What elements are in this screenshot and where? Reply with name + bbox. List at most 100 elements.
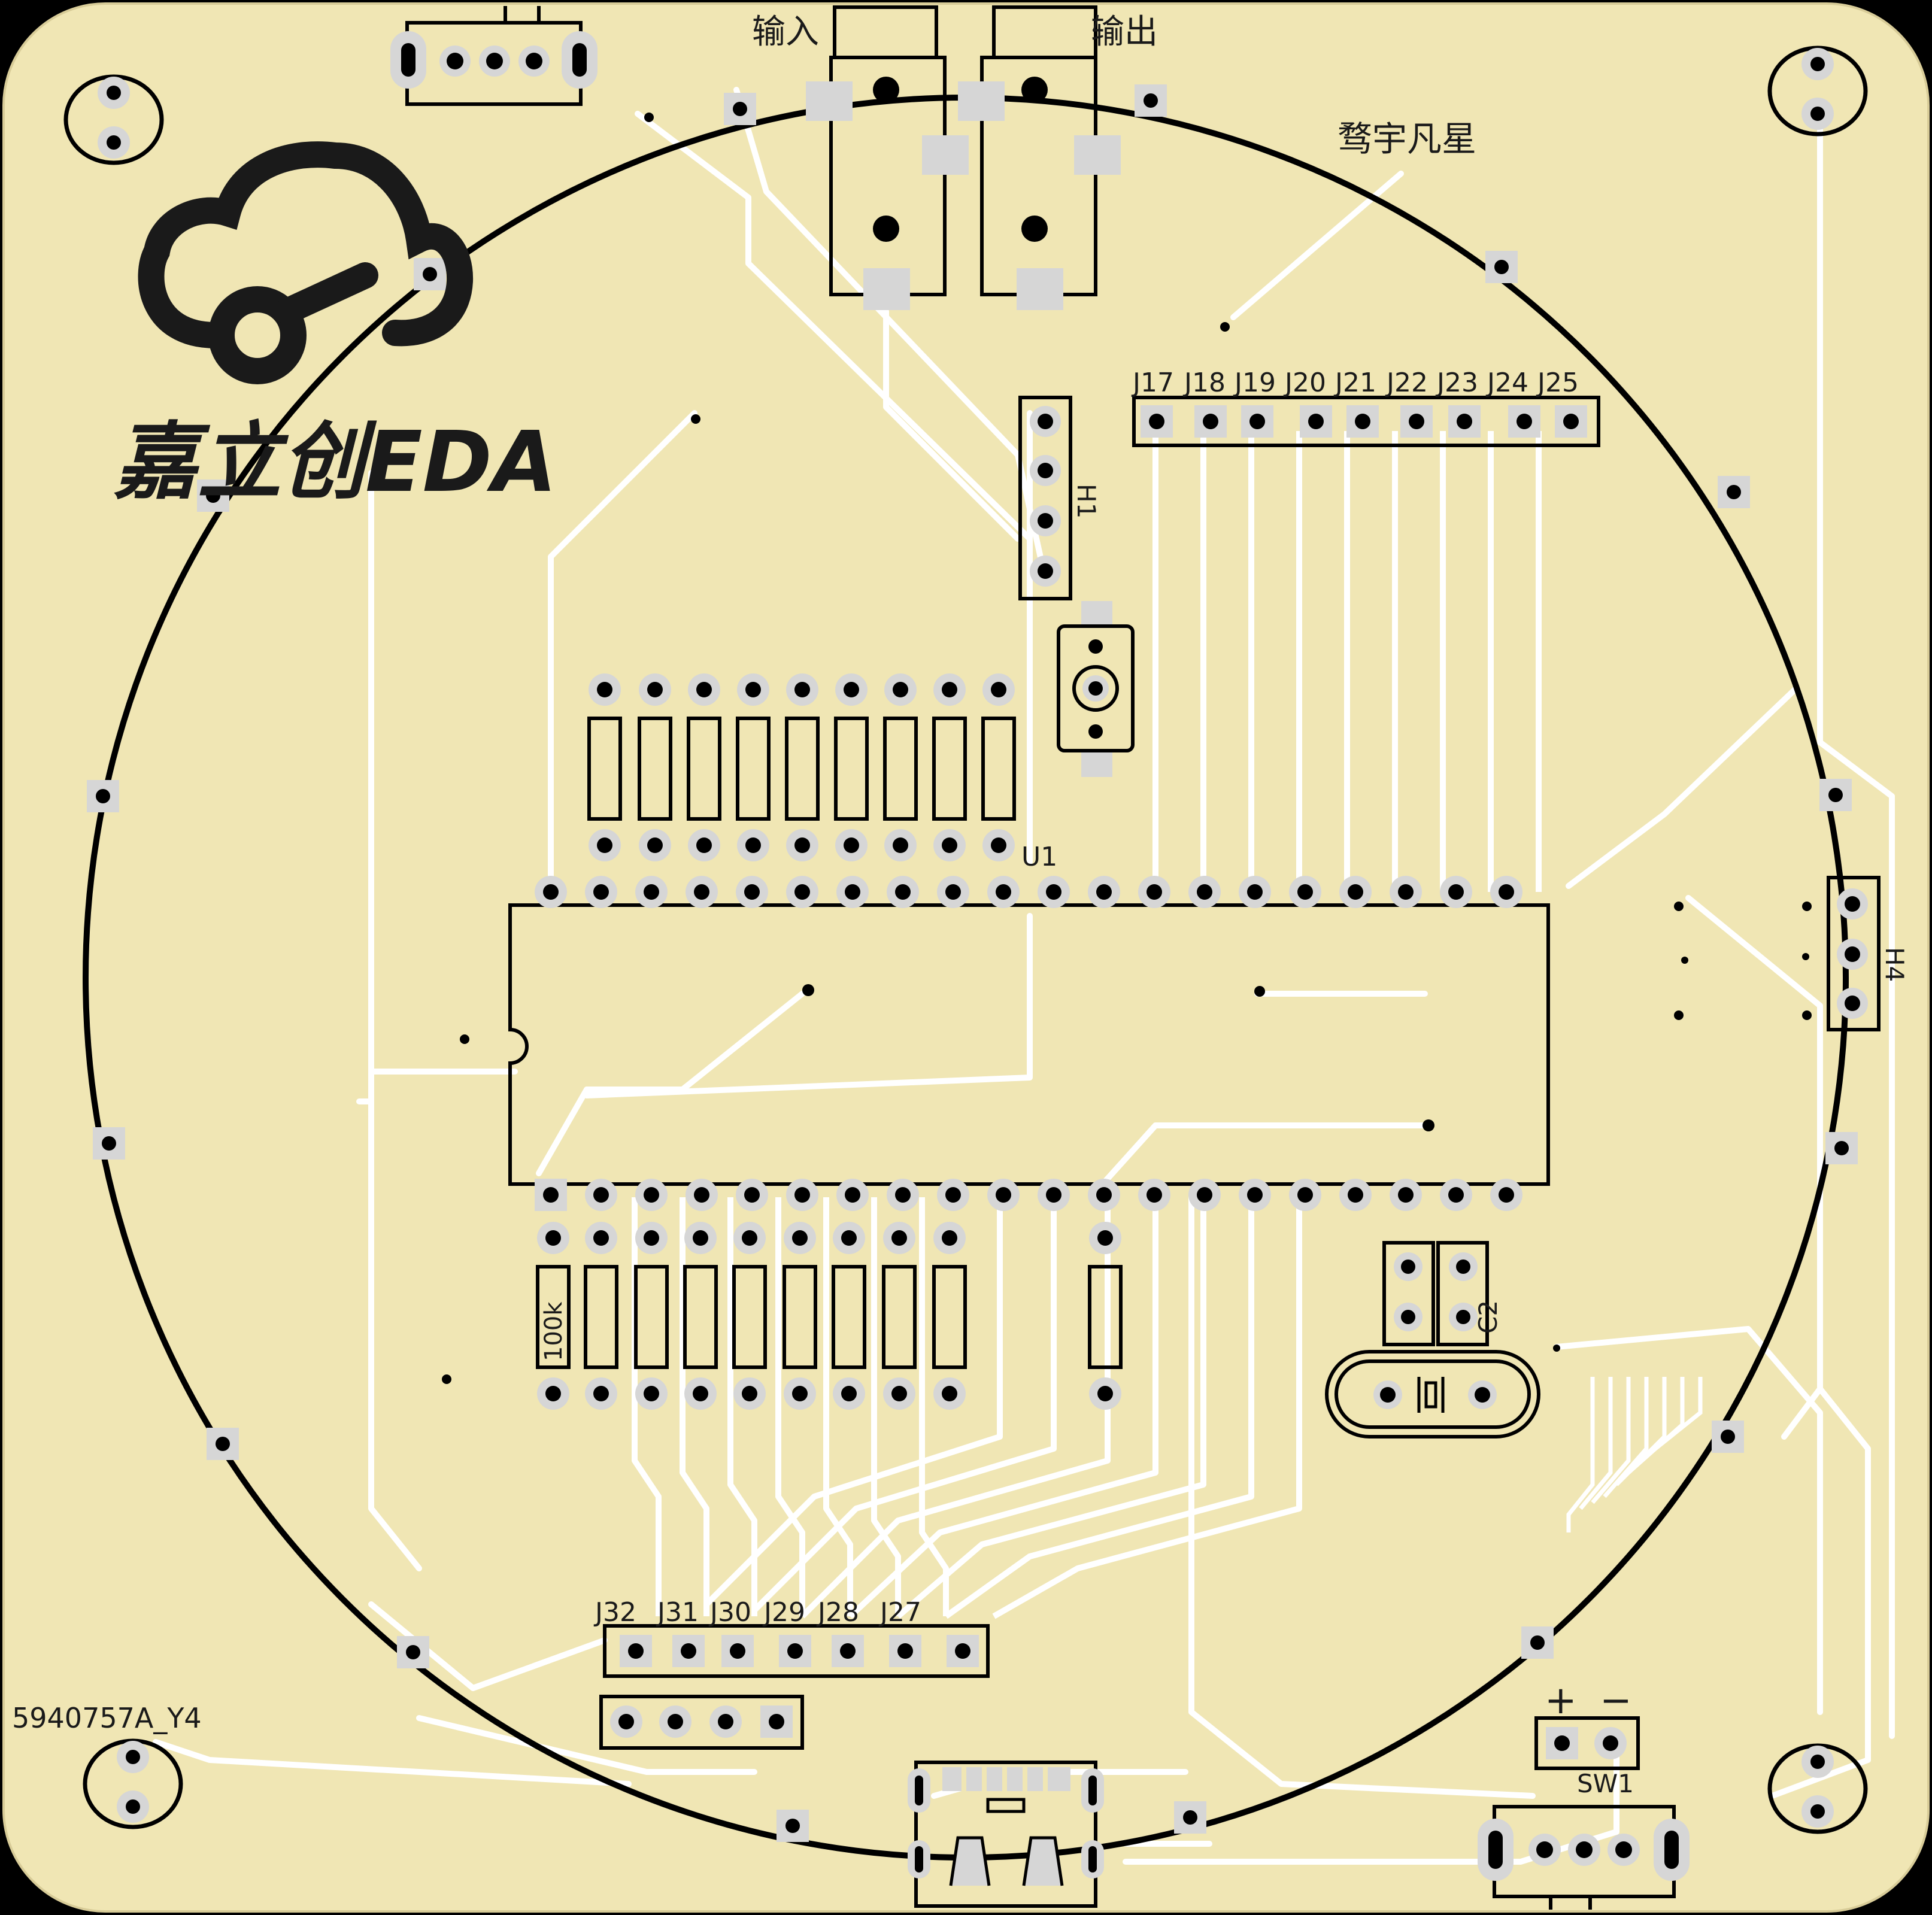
label-j32: J32 [593, 1597, 636, 1628]
audio-jack-input [806, 5, 969, 310]
trace-bundle-top [1152, 431, 1542, 892]
tactile-switch [1057, 601, 1135, 777]
label-plus: + [1545, 1679, 1577, 1723]
ic-pin-hole [744, 884, 760, 900]
ic-pin-hole [1499, 884, 1514, 900]
label-j23: J23 [1435, 368, 1478, 398]
label-j17: J17 [1131, 368, 1174, 398]
ic-pin-hole [744, 1187, 760, 1203]
ic-pin-hole [1398, 884, 1414, 900]
ic-pin-hole [794, 1187, 810, 1203]
ic-pin-hole [996, 884, 1011, 900]
trace-fan [1566, 1377, 1703, 1532]
label-j27: J27 [878, 1597, 921, 1628]
label-j21: J21 [1333, 368, 1376, 398]
label-author: 骛宇凡星 [1337, 119, 1476, 159]
label-h4: H4 [1880, 947, 1909, 982]
ic-pin-hole [794, 884, 810, 900]
power-connector-sw1 [1534, 1716, 1640, 1770]
top-header-labels: J17 J18 J19 J20 J21 J22 J23 J24 J25 [1131, 368, 1579, 398]
crystal [1325, 1350, 1540, 1438]
top-header-pads [1141, 405, 1587, 438]
bottom-header-labels: J32 J31 J30 J29 J28 J27 [593, 1597, 921, 1628]
ic-pin-hole [1147, 884, 1162, 900]
ic-pin-hole [1096, 884, 1112, 900]
ic-pin-hole [543, 1187, 559, 1203]
vias [442, 113, 1812, 1384]
trace-layer [153, 87, 1895, 1865]
ic-pin-hole [1398, 1187, 1414, 1203]
label-j18: J18 [1182, 368, 1226, 398]
label-board-id: 5940757A_Y4 [12, 1702, 202, 1734]
cloud-key-icon [138, 141, 474, 384]
ic-pin-hole [1147, 1187, 1162, 1203]
label-j24: J24 [1485, 368, 1528, 398]
trace-bundle-bottom [632, 1197, 1302, 1619]
header-h1 [1018, 396, 1072, 600]
header-h4 [1827, 876, 1881, 1031]
ic-pin-hole [1297, 884, 1313, 900]
ic-u1-top-pins [535, 876, 1522, 908]
label-j22: J22 [1385, 368, 1428, 398]
ic-u1-bottom-pins [535, 1179, 1522, 1211]
ic-pin-hole [694, 1187, 709, 1203]
logo-brand-text: 嘉立创EDA [114, 414, 557, 511]
ic-pin-hole [694, 884, 709, 900]
ic-pin-hole [644, 884, 659, 900]
ic-pin-hole [1499, 1187, 1514, 1203]
bottom-4pin-header [599, 1695, 804, 1750]
ic-pin-hole [1046, 884, 1061, 900]
label-sw1: SW1 [1577, 1769, 1634, 1798]
ic-pin-hole [1096, 1187, 1112, 1203]
top-left-connector [390, 6, 598, 106]
label-c2: C2 [1473, 1300, 1503, 1334]
resistor-array-top [587, 673, 1016, 861]
ic-pin-hole [845, 1187, 860, 1203]
ic-u1 [508, 903, 1550, 1186]
ic-pin-hole [945, 1187, 961, 1203]
label-j31: J31 [656, 1597, 699, 1628]
bottom-header-strip [603, 1624, 990, 1678]
ic-pin-hole [1046, 1187, 1061, 1203]
label-j19: J19 [1233, 368, 1276, 398]
bottom-right-connector [1478, 1805, 1690, 1910]
ic-pin-hole [1247, 884, 1263, 900]
label-output: 输出 [1091, 13, 1158, 51]
label-minus: − [1600, 1679, 1632, 1723]
ic-pin-hole [1448, 1187, 1464, 1203]
usb-connector [908, 1761, 1104, 1908]
ic-pin-hole [1348, 1187, 1363, 1203]
label-input: 输入 [752, 13, 819, 51]
label-100k: 100k [540, 1301, 568, 1361]
label-j30: J30 [708, 1597, 751, 1628]
ic-pin-hole [996, 1187, 1011, 1203]
ic-pin-hole [1297, 1187, 1313, 1203]
label-j29: J29 [762, 1597, 805, 1628]
ic-pin-hole [1247, 1187, 1263, 1203]
audio-jack-output [958, 5, 1121, 310]
ic-pin-hole [1448, 884, 1464, 900]
capacitor-c2 [1382, 1241, 1489, 1346]
resistor-array-bottom [536, 1222, 1123, 1410]
ic-pin-hole [1197, 884, 1212, 900]
label-j20: J20 [1283, 368, 1326, 398]
label-j28: J28 [816, 1597, 859, 1628]
ic-pin-hole [644, 1187, 659, 1203]
ic-pin-hole [593, 884, 609, 900]
label-u1: U1 [1021, 842, 1057, 872]
top-header-strip [1132, 396, 1600, 447]
ic-pin-hole [593, 1187, 609, 1203]
label-j25: J25 [1536, 368, 1579, 398]
ring-pads [87, 84, 1858, 1842]
mounting-holes [63, 45, 1868, 1834]
ic-pin-hole [895, 1187, 911, 1203]
ic-pin-hole [895, 884, 911, 900]
ic-pin-hole [543, 884, 559, 900]
ic-pin-hole [1348, 884, 1363, 900]
label-h1: H1 [1072, 484, 1101, 518]
ic-pin-hole [845, 884, 860, 900]
ic-pin-hole [1197, 1187, 1212, 1203]
ic-pin-hole [945, 884, 961, 900]
